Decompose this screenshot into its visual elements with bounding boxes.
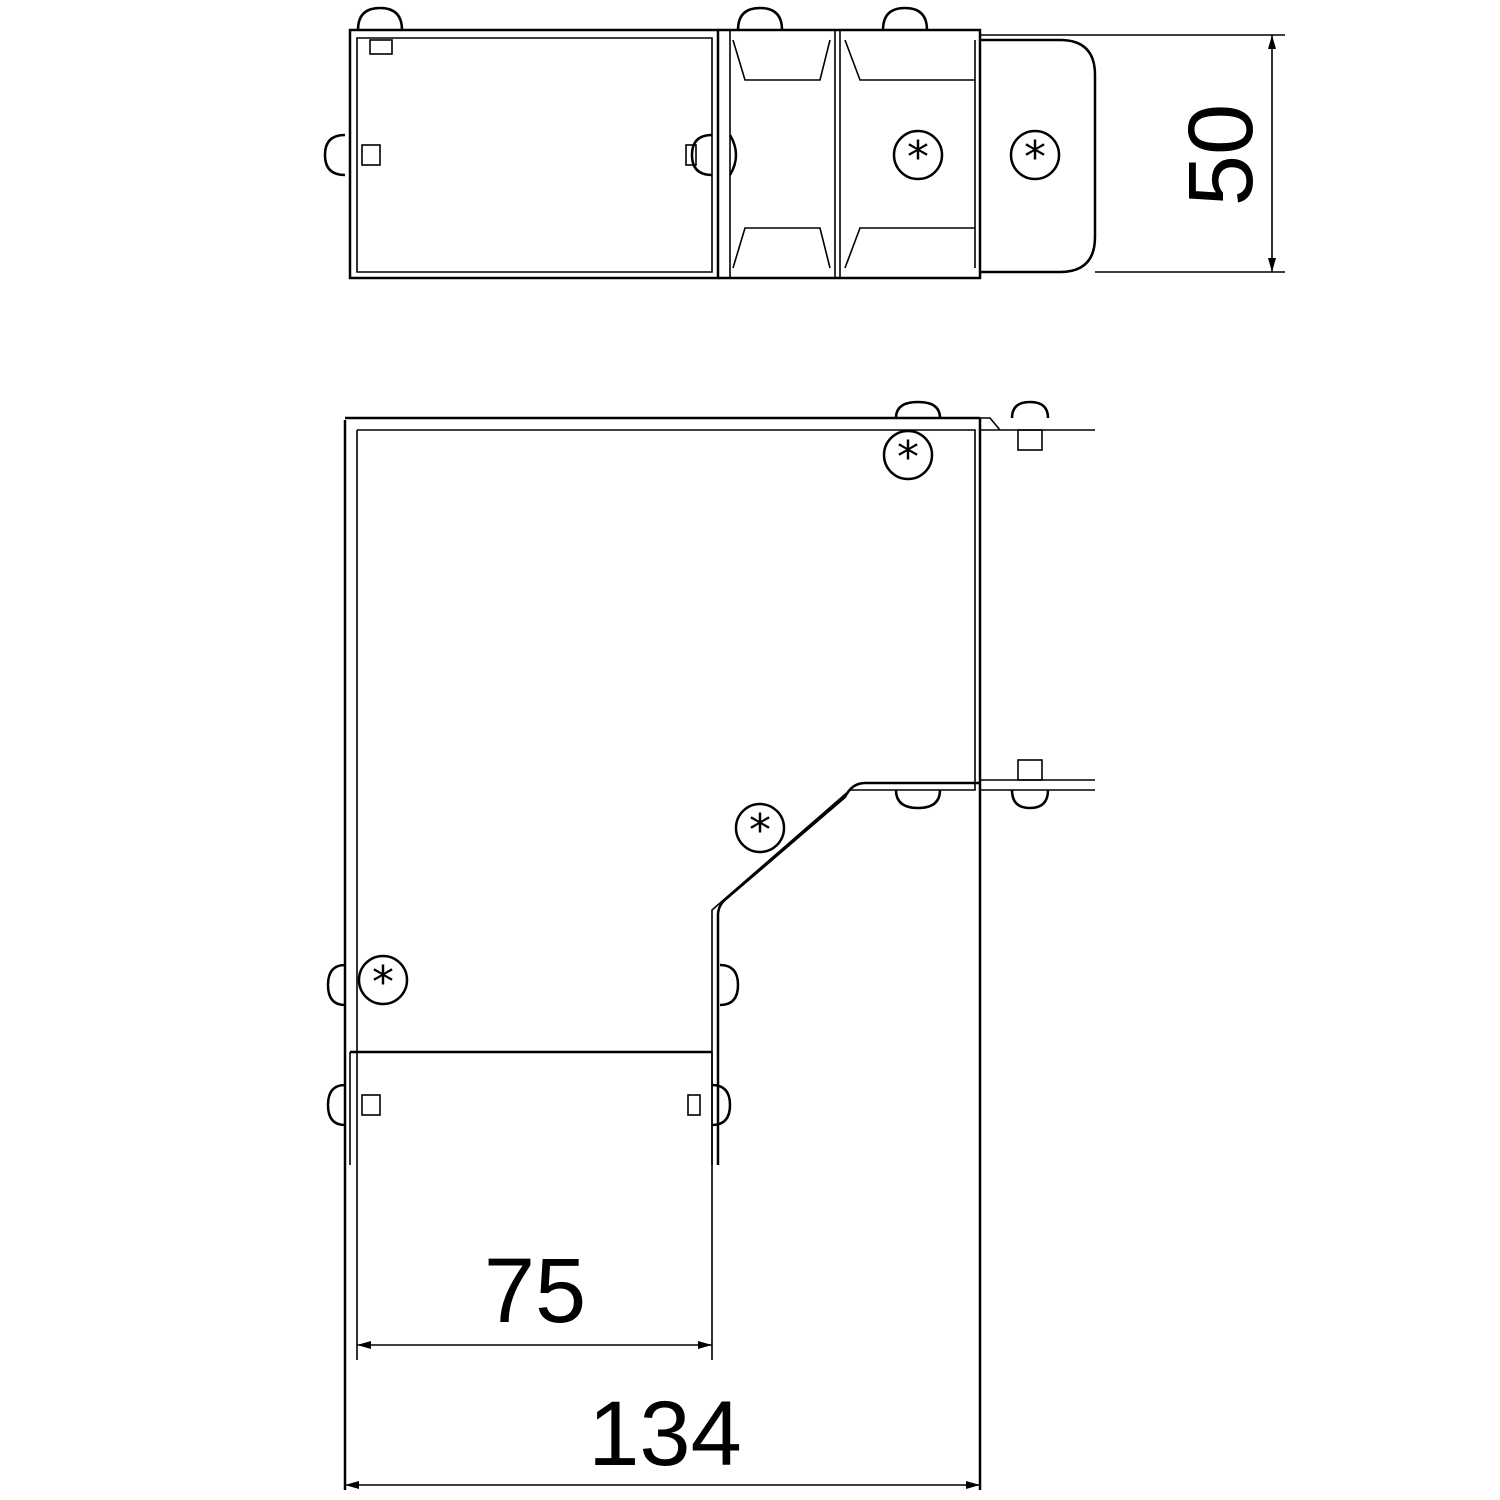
top-left-section [348,28,720,280]
svg-text:*: * [897,432,919,483]
svg-text:*: * [372,957,394,1008]
top-view: * * 50 [323,6,1285,280]
dimension-75: 75 [357,1240,712,1349]
dimension-label-inner-width: 75 [484,1240,586,1342]
cross-screw-icon: * * * [357,429,934,1008]
front-view: * * * 75 134 [326,400,1095,1490]
screw-head-icon [326,400,1050,1127]
top-end-tab [980,38,1097,274]
top-middle-section [718,28,982,280]
dimension-50: 50 [980,34,1285,273]
svg-text:*: * [749,805,771,856]
svg-text:*: * [1024,132,1046,183]
dimension-label-overall-width: 134 [588,1383,742,1485]
cross-screw-icon: * * [892,129,1061,183]
svg-text:*: * [907,132,929,183]
dimension-label-height: 50 [1170,104,1272,206]
screw-head-icon [323,6,929,177]
dimension-134: 134 [345,1383,980,1489]
